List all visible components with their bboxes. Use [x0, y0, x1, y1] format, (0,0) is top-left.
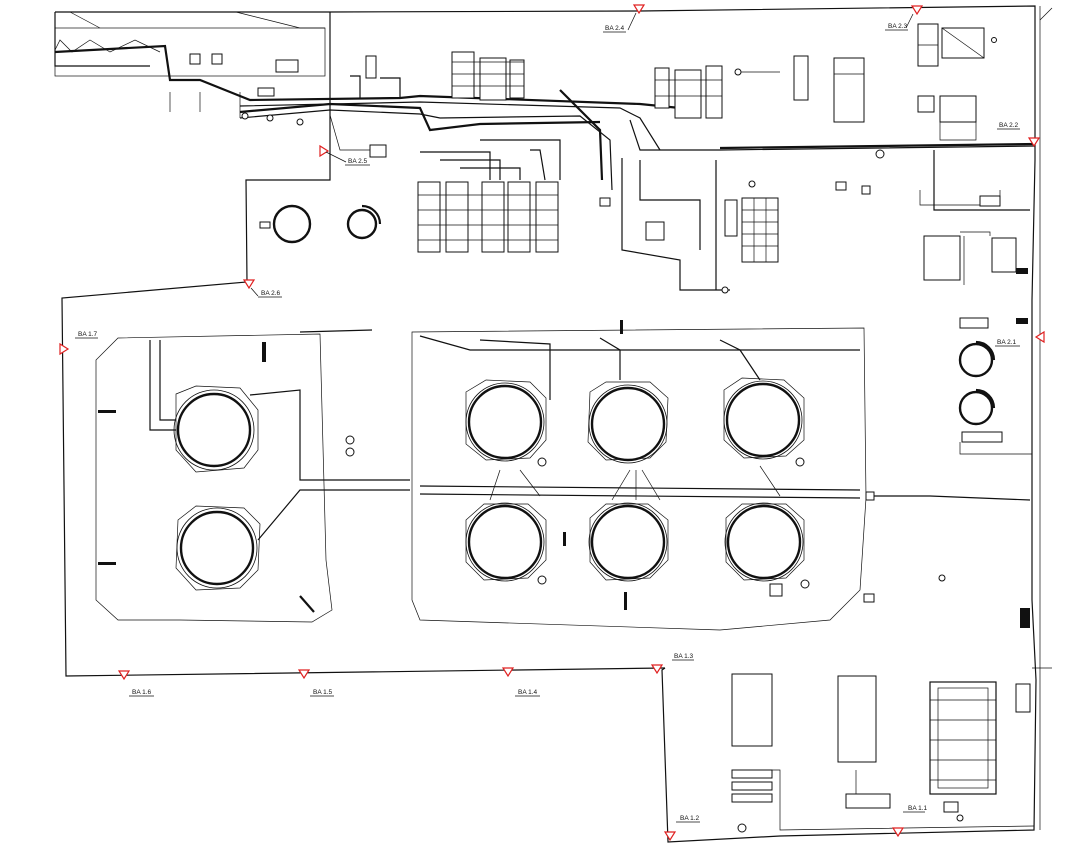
marker-ba-2-2[interactable]: BA 2.2	[999, 122, 1041, 148]
left-tank-farm	[95, 204, 410, 623]
marker-label: BA 1.3	[674, 653, 694, 660]
right-small-tanks	[938, 340, 1032, 628]
marker-label: BA 1.2	[680, 815, 700, 822]
main-pipe-rack	[54, 44, 1036, 191]
marker-ba-2-3[interactable]: BA 2.3	[888, 5, 924, 30]
marker-label: BA 1.4	[518, 689, 538, 696]
marker-label: BA 1.1	[908, 805, 928, 812]
marker-label: BA 2.4	[605, 25, 625, 32]
marker-label: BA 2.6	[261, 290, 281, 297]
marker-ba-1-3[interactable]: BA 1.3	[650, 653, 694, 675]
ba-markers: BA 1.1 BA 1.2 BA 1.3 BA 1.4 BA 1.5 BA 1.…	[59, 4, 1045, 842]
marker-label: BA 2.2	[999, 122, 1019, 129]
marker-ba-1-2[interactable]: BA 1.2	[663, 815, 700, 842]
marker-ba-2-4[interactable]: BA 2.4	[605, 4, 646, 32]
marker-label: BA 1.7	[78, 331, 98, 338]
marker-ba-1-1[interactable]: BA 1.1	[891, 805, 928, 838]
marker-label: BA 2.1	[997, 339, 1017, 346]
marker-ba-2-1[interactable]: BA 2.1	[997, 330, 1045, 346]
building-top-left	[54, 11, 326, 77]
marker-label: BA 2.5	[348, 158, 368, 165]
marker-ba-1-7[interactable]: BA 1.7	[59, 331, 98, 356]
exchanger-banks	[329, 114, 561, 253]
process-area-center	[599, 149, 885, 294]
marker-ba-1-4[interactable]: BA 1.4	[501, 667, 538, 696]
marker-label: BA 1.5	[313, 689, 333, 696]
process-equipment-top	[451, 23, 997, 141]
right-equipment-top	[919, 150, 1030, 329]
marker-ba-1-6[interactable]: BA 1.6	[117, 670, 152, 696]
marker-label: BA 1.6	[132, 689, 152, 696]
marker-ba-2-5[interactable]: BA 2.5	[319, 144, 368, 165]
marker-label: BA 2.3	[888, 23, 908, 30]
marker-ba-2-6[interactable]: BA 2.6	[242, 279, 281, 297]
marker-ba-1-5[interactable]: BA 1.5	[297, 669, 333, 696]
bottom-right-buildings	[731, 673, 1035, 833]
central-tank-farm	[411, 320, 1031, 631]
